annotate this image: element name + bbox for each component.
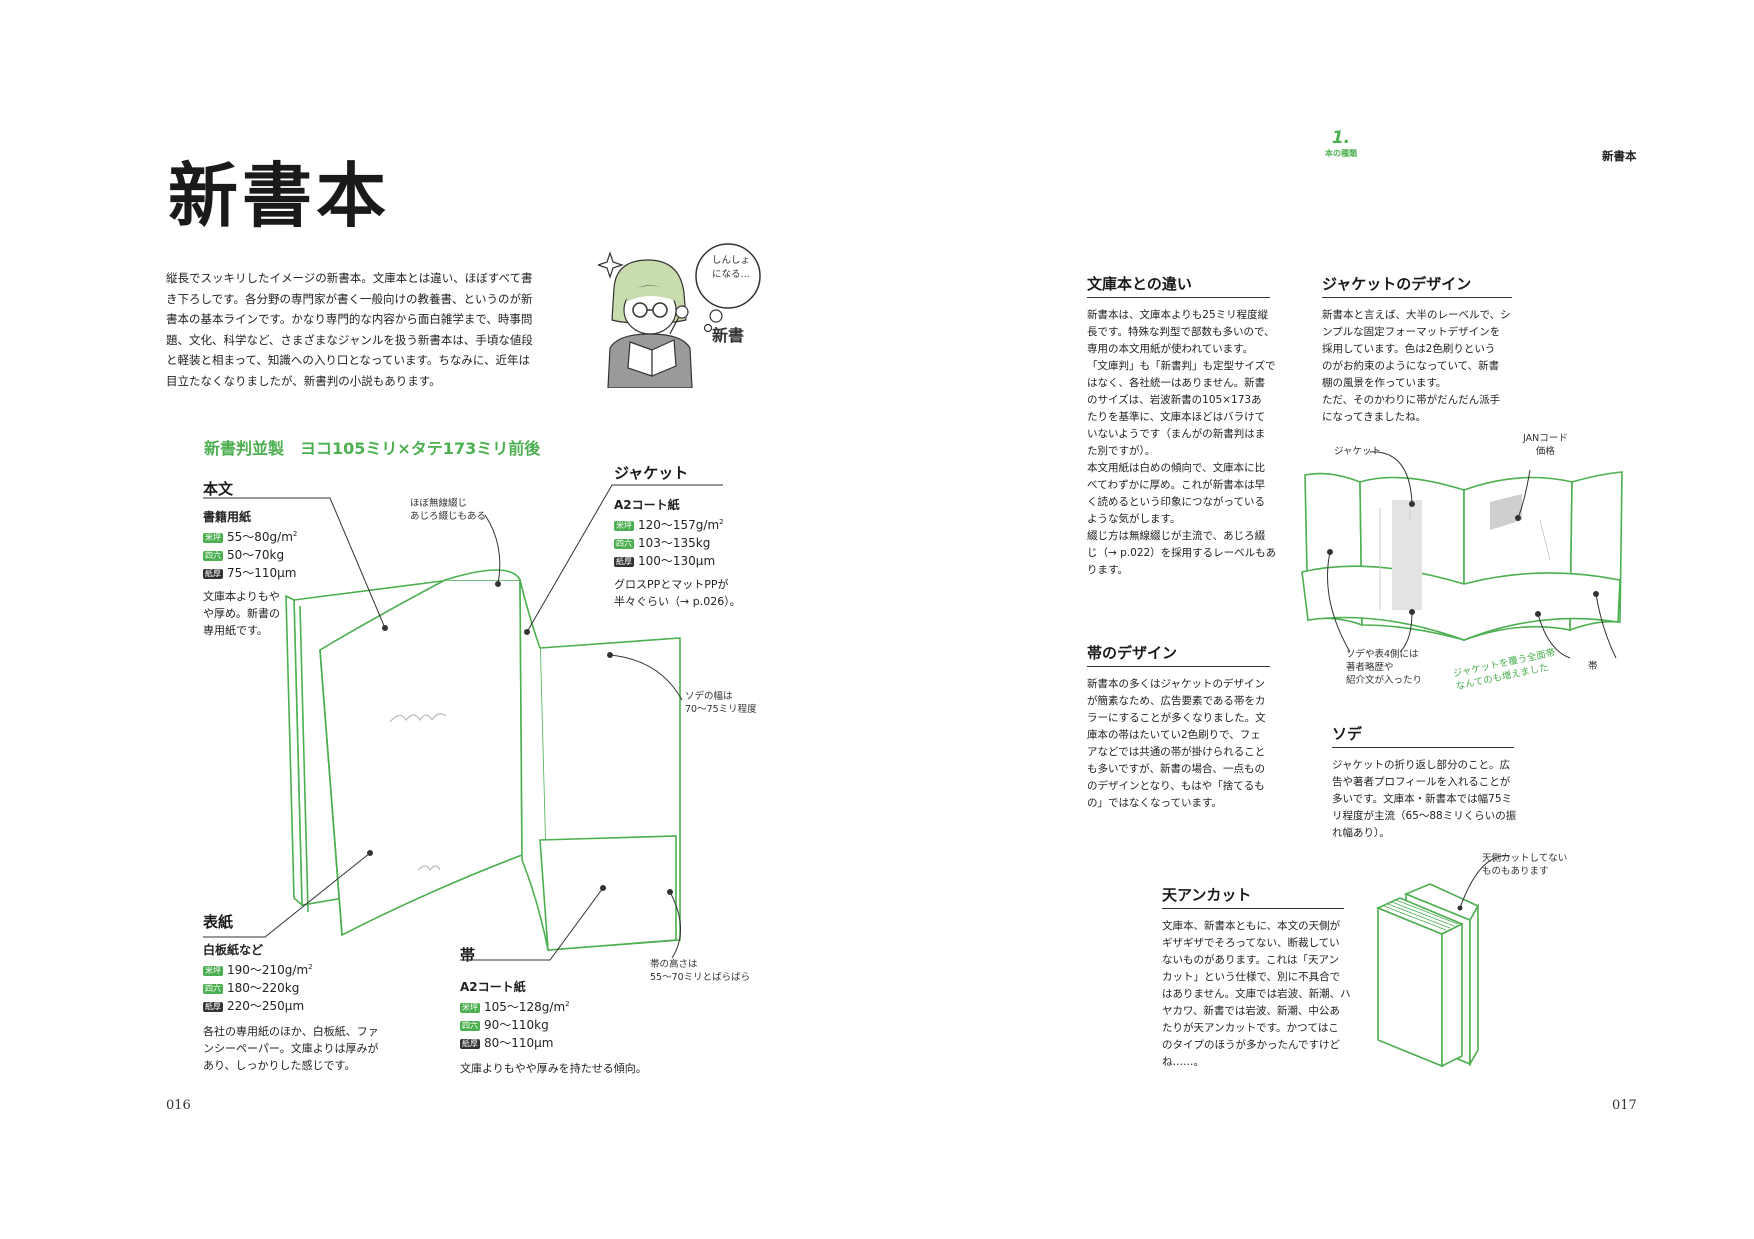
jacket-spread-illustration bbox=[1301, 471, 1623, 642]
section-jacket-design: ジャケットのデザイン 新書本と言えば、大半のレーベルで、シンプルな固定フォーマッ… bbox=[1322, 275, 1512, 423]
page-title: 新書本 bbox=[168, 155, 390, 237]
label-sode-info: ソデや表4側には著者略歴や紹介文が入ったり bbox=[1346, 649, 1423, 686]
speech-bubble-text: しんしょになる… bbox=[712, 255, 751, 280]
uncut-leader bbox=[1457, 855, 1511, 911]
page-number-right: 017 bbox=[1612, 1098, 1637, 1113]
chapter-marker: 1. 本の種類 bbox=[1325, 128, 1357, 158]
uncut-book-illustration bbox=[1375, 883, 1480, 1068]
reader-illustration bbox=[598, 243, 761, 388]
section-bunko-diff: 文庫本との違い 新書本は、文庫本よりも25ミリ程度縦長です。特殊な判型で部数も多… bbox=[1087, 275, 1277, 576]
page-number-left: 016 bbox=[166, 1098, 191, 1113]
label-obi: 帯 bbox=[1588, 661, 1598, 672]
jacket-spread-leaders bbox=[1327, 451, 1617, 659]
uncut-callout: 天側カットしてないものもあります bbox=[1482, 853, 1568, 877]
leader-lines-left bbox=[203, 484, 723, 961]
label-jacket: ジャケット bbox=[1334, 446, 1382, 457]
section-ten-uncut: 天アンカット 文庫本、新書本ともに、本文の天側がギザギザでそろってない、断裁して… bbox=[1162, 886, 1351, 1068]
shinsho-label: 新書 bbox=[712, 326, 745, 345]
label-jan: JANコード価格 bbox=[1523, 433, 1568, 457]
binding-callout: ほぼ無線綴じあじろ綴じもある bbox=[410, 498, 487, 522]
spec-title: 新書判並製 ヨコ105ミリ×タテ173ミリ前後 bbox=[204, 439, 541, 458]
section-sode: ソデ ジャケットの折り返し部分のこと。広告や著者プロフィールを入れることが 多い… bbox=[1332, 725, 1517, 839]
intro-paragraph: 縦長でスッキリしたイメージの新書本。文庫本とは違い、ほぼすべて書き下ろしです。各… bbox=[166, 271, 533, 388]
section-obi-design: 帯のデザイン 新書本の多くはジャケットのデザインが簡素なため、広告要素である帯を… bbox=[1087, 642, 1270, 812]
running-title: 新書本 bbox=[1602, 149, 1637, 163]
book-illustration bbox=[285, 569, 681, 951]
